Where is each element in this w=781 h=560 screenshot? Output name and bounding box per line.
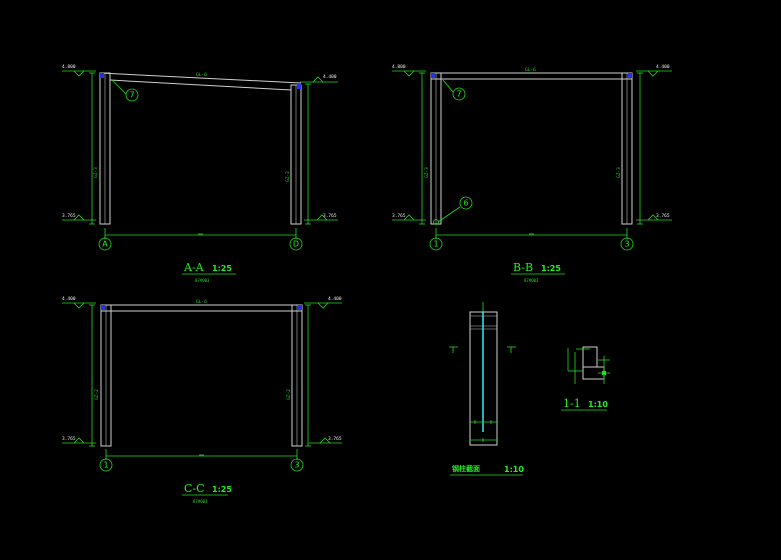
column-detail-scale: 1:10 xyxy=(504,465,524,474)
column-detail-title: 钢柱截面 xyxy=(452,464,480,473)
bb-bottom-right-level: 3.765 xyxy=(656,213,670,219)
bb-axis-left xyxy=(429,237,443,251)
bb-top-left-level: 4.800 xyxy=(392,64,406,70)
aa-axis-left xyxy=(98,237,112,251)
bb-node-tag-bottom-text: 6 xyxy=(463,199,468,208)
aa-axis-left-text: A xyxy=(102,240,108,249)
cc-scale: 1:25 xyxy=(212,485,232,494)
aa-col-right-label: GZ-2 xyxy=(285,171,291,182)
aa-beam-label: GL-6 xyxy=(196,72,207,78)
cc-bottom-left-level: 3.765 xyxy=(62,436,76,442)
aa-level-tri-tl xyxy=(73,70,85,77)
cc-top-left-level: 4.400 xyxy=(62,296,76,302)
aa-axis-right xyxy=(289,237,303,251)
aa-top-left-level: 4.800 xyxy=(62,64,76,70)
cc-axis-right xyxy=(290,458,304,472)
bb-bottom-left-level: 3.765 xyxy=(392,213,406,219)
section-11-scale: 1:10 xyxy=(588,400,608,409)
frame-cc: 4.400 4.400 3.765 3.765 GZ-2 GZ-2 GL-6 xyxy=(62,296,342,504)
aa-node-left xyxy=(100,73,104,78)
bb-beam xyxy=(430,72,633,80)
cc-beam-label: GL-6 xyxy=(196,299,207,305)
bb-beam-label: GL-6 xyxy=(525,67,536,73)
aa-node-tag-text: 7 xyxy=(129,91,134,100)
bb-node-right xyxy=(628,73,632,78)
bb-axis-right xyxy=(620,237,634,251)
aa-scale: 1:25 xyxy=(212,264,232,273)
bb-node-left xyxy=(431,73,435,78)
cc-beam xyxy=(100,304,303,312)
aa-beam-bottom xyxy=(109,79,292,91)
aa-node-tag xyxy=(125,88,139,102)
aa-col-left-label: GZ-3 xyxy=(93,167,99,178)
aa-level-tri-br xyxy=(316,214,328,221)
bb-scale: 1:25 xyxy=(541,264,561,273)
aa-bottom-left-level: 3.765 xyxy=(62,213,76,219)
cc-title: C-C xyxy=(184,482,205,495)
bb-axis-left-text: 1 xyxy=(433,240,438,249)
aa-sub: 87#003 xyxy=(195,278,210,283)
cc-col-right-label: GZ-2 xyxy=(286,389,292,400)
aa-beam-top xyxy=(99,72,302,84)
bb-title: B-B xyxy=(513,261,533,274)
cc-axis-left xyxy=(99,458,113,472)
section-11-title: 1-1 xyxy=(563,397,581,410)
aa-title: A-A xyxy=(183,261,205,274)
frame-bb: 4.800 4.400 3.765 3.765 GZ-3 GZ-3 GL-6 7 xyxy=(392,64,672,283)
aa-level-tri-bl xyxy=(73,214,85,221)
bb-node-tag-top-text: 7 xyxy=(456,90,461,99)
cc-top-right-level: 4.400 xyxy=(328,296,342,302)
aa-level-tri-tr xyxy=(312,76,324,83)
bb-col-right-label: GZ-3 xyxy=(616,167,622,178)
bb-axis-right-text: 3 xyxy=(624,240,629,249)
cc-axis-right-text: 3 xyxy=(294,461,299,470)
cc-axis-left-text: 1 xyxy=(103,461,108,470)
section-11: 1-1 1:10 xyxy=(561,346,610,411)
cc-sub: 87#003 xyxy=(193,499,208,504)
bb-col-left-label: GZ-3 xyxy=(424,167,430,178)
bb-node-tag-top xyxy=(452,87,466,101)
cc-col-left-label: GZ-2 xyxy=(94,389,100,400)
bb-sub: 87#003 xyxy=(524,278,539,283)
bb-node-tag-bottom xyxy=(459,196,473,210)
cc-bottom-right-level: 3.765 xyxy=(328,436,342,442)
aa-top-right-level: 4.400 xyxy=(323,74,337,80)
frame-aa: 4.800 4.400 3.765 3.765 GZ-3 GZ-2 GL-6 xyxy=(62,64,338,283)
cc-node-left xyxy=(101,305,105,310)
aa-axis-right-text: D xyxy=(293,240,299,249)
aa-bottom-right-level: 3.765 xyxy=(323,213,337,219)
column-detail: 钢柱截面 1:10 xyxy=(449,302,524,476)
bb-top-right-level: 4.400 xyxy=(656,64,670,70)
cc-node-right xyxy=(298,305,302,310)
aa-node-right xyxy=(297,84,301,89)
section-11-plate-v xyxy=(582,346,598,368)
